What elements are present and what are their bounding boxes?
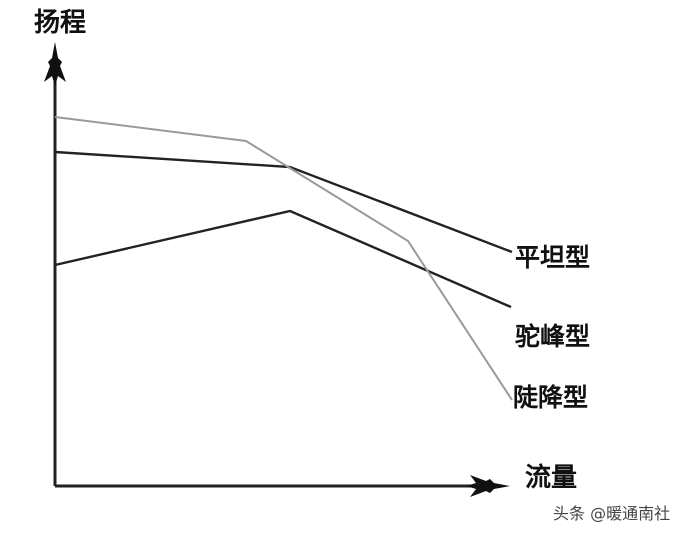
steep-curve	[54, 116, 513, 401]
curve-label-hump: 驼峰型	[515, 322, 591, 351]
watermark: 头条 @暖通南社	[553, 504, 671, 523]
curve-label-flat: 平坦型	[515, 243, 591, 272]
y-axis-arrow-icon	[44, 42, 66, 86]
y-axis-label: 扬程	[34, 8, 87, 38]
flat-curve	[54, 150, 513, 254]
curve-label-steep: 陡降型	[513, 383, 589, 412]
hump-curve	[54, 209, 512, 309]
x-axis-label: 流量	[525, 463, 578, 493]
x-axis-arrow-icon	[466, 475, 510, 497]
